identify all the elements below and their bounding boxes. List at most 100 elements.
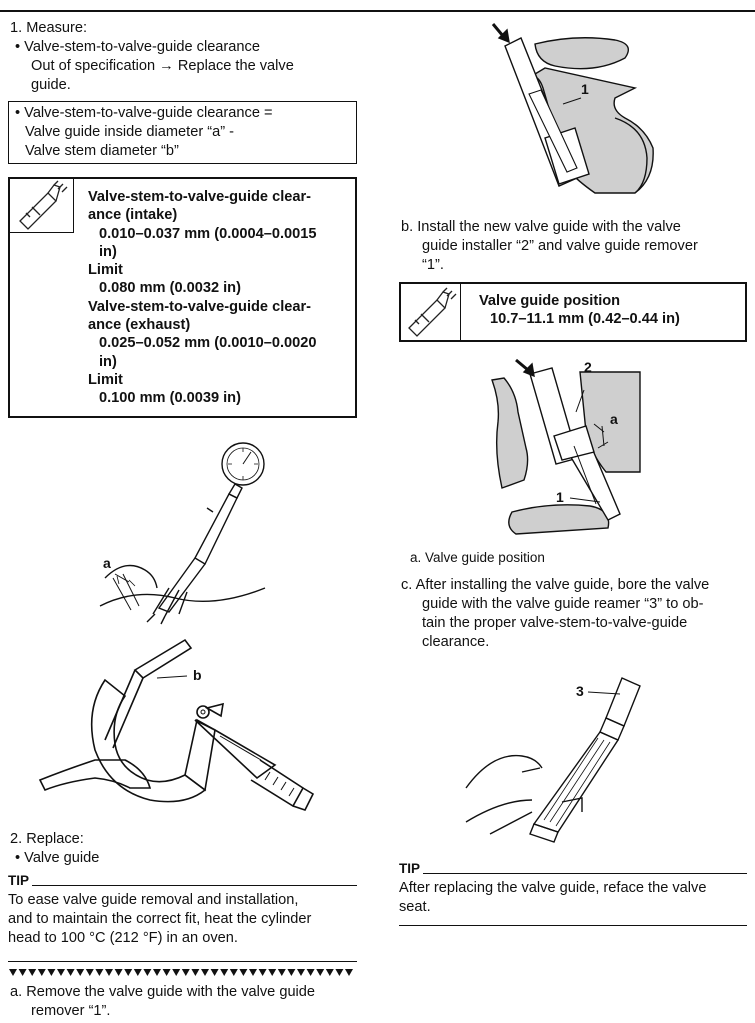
substep-c-line3: tain the proper valve-stem-to-valve-guid…	[422, 615, 688, 631]
guide-position-text: Valve guide position 10.7–11.1 mm (0.42–…	[479, 292, 744, 328]
guide-position-value: 10.7–11.1 mm (0.42–0.44 in)	[490, 311, 680, 327]
divider-triangle	[306, 969, 315, 976]
caption-valve-guide-position: a. Valve guide position	[410, 550, 545, 565]
divider-triangle	[249, 969, 257, 976]
step-1-note-line1: Out of specification → Replace the valve	[31, 58, 294, 74]
divider-triangle	[153, 969, 161, 976]
tip-1-rule	[32, 885, 357, 886]
divider-triangle	[335, 969, 344, 976]
callout-b-micrometer: b	[193, 667, 202, 683]
reamer-illustration: 3	[465, 677, 641, 843]
divider-triangle	[229, 969, 238, 976]
divider-triangle	[268, 969, 277, 976]
divider-triangle	[181, 969, 190, 976]
callout-1-install: 1	[556, 489, 564, 505]
divider-triangle	[66, 969, 75, 976]
callout-2-install: 2	[584, 359, 592, 375]
tip-2-label: TIP	[399, 861, 421, 876]
step-1-title: 1. Measure:	[10, 20, 88, 36]
clearance-spec-box: Valve-stem-to-valve-guide clear- ance (i…	[8, 177, 357, 418]
divider-triangle	[133, 969, 142, 976]
divider-triangle	[37, 969, 46, 976]
divider-triangle	[201, 969, 209, 976]
clearance-spec-text: Valve-stem-to-valve-guide clear- ance (i…	[88, 188, 353, 408]
divider-triangle	[277, 969, 286, 976]
divider-triangle	[9, 969, 17, 976]
divider-triangle	[85, 969, 94, 976]
micrometer-illustration: b	[38, 638, 315, 811]
divider-triangle	[47, 969, 56, 976]
step-1: 1. Measure: • Valve-stem-to-valve-guide …	[10, 19, 355, 95]
guide-position-label: Valve guide position	[479, 293, 621, 309]
guide-removal-illustration: 1	[491, 23, 654, 194]
step-1-note-line2: guide.	[31, 77, 71, 93]
substep-a-line2: remover “1”.	[31, 1003, 111, 1019]
tip-1-end-rule	[8, 961, 357, 962]
tip-2-rule	[423, 873, 747, 874]
divider-triangle	[220, 969, 229, 976]
formula-line1: • Valve-stem-to-valve-guide clearance =	[15, 105, 273, 121]
tip-1-text: To ease valve guide removal and installa…	[8, 891, 357, 948]
exhaust-value-line2: in)	[99, 353, 117, 370]
divider-triangle	[287, 969, 296, 976]
tip-1-line1: To ease valve guide removal and installa…	[8, 892, 299, 908]
bore-gauge-illustration: a	[99, 442, 266, 625]
step-2-bullet: • Valve guide	[15, 850, 100, 866]
tip-1-line2: and to maintain the correct fit, heat th…	[8, 911, 312, 927]
tip-2-line2: seat.	[399, 899, 431, 915]
tip-2-end-rule	[399, 925, 747, 926]
tip-1-label: TIP	[8, 873, 30, 888]
intake-label-line2: ance (intake)	[88, 207, 178, 224]
divider-triangle	[28, 969, 37, 976]
tip-2-text: After replacing the valve guide, reface …	[399, 879, 747, 917]
divider-triangle	[325, 969, 334, 976]
substep-c-line4: clearance.	[422, 634, 490, 650]
substep-b-line3: “1”.	[422, 257, 444, 273]
divider-triangle	[191, 969, 200, 976]
tip-1-header: TIP	[8, 871, 357, 890]
step-2-title: 2. Replace:	[10, 831, 84, 847]
formula-line2: Valve guide inside diameter “a” -	[25, 124, 235, 140]
divider-triangle	[258, 969, 267, 976]
tip-2-header: TIP	[399, 859, 747, 878]
divider-triangle	[210, 969, 219, 976]
intake-label-line1: Valve-stem-to-valve-guide clear-	[88, 189, 312, 205]
caliper-icon	[401, 284, 461, 340]
formula-line3: Valve stem diameter “b”	[25, 143, 179, 159]
header-rule	[0, 10, 755, 12]
divider-triangle	[95, 969, 104, 976]
divider-triangle	[345, 969, 353, 976]
substep-a-line1: a. Remove the valve guide with the valve…	[10, 984, 316, 1000]
divider-triangle	[18, 969, 27, 976]
step-2: 2. Replace: • Valve guide	[10, 830, 355, 868]
substep-a: a. Remove the valve guide with the valve…	[10, 983, 355, 1021]
formula-box: • Valve-stem-to-valve-guide clearance = …	[8, 101, 357, 164]
triangle-divider	[9, 969, 353, 976]
callout-a-install: a	[610, 411, 618, 427]
exhaust-limit-value: 0.100 mm (0.0039 in)	[99, 390, 241, 407]
divider-triangle	[143, 969, 152, 976]
caliper-icon	[10, 179, 74, 233]
guide-install-illustration: 2 a 1	[491, 358, 641, 535]
callout-a-gauge: a	[103, 555, 111, 571]
substep-c: c. After installing the valve guide, bor…	[401, 576, 746, 652]
exhaust-value-line1: 0.025–0.052 mm (0.0010–0.0020	[99, 335, 317, 352]
exhaust-label-line1: Valve-stem-to-valve-guide clear-	[88, 298, 312, 315]
divider-triangle	[114, 969, 123, 976]
divider-triangle	[297, 969, 305, 976]
divider-triangle	[124, 969, 133, 976]
divider-triangle	[162, 969, 171, 976]
guide-position-spec-box: Valve guide position 10.7–11.1 mm (0.42–…	[399, 282, 747, 342]
divider-triangle	[239, 969, 248, 976]
substep-c-line2: guide with the valve guide reamer “3” to…	[422, 596, 704, 612]
step-1-bullet: • Valve-stem-to-valve-guide clearance	[15, 39, 260, 55]
substep-b: b. Install the new valve guide with the …	[401, 218, 746, 275]
callout-1-removal: 1	[581, 81, 589, 97]
intake-limit-label: Limit	[88, 262, 123, 279]
tip-2-line1: After replacing the valve guide, reface …	[399, 880, 707, 896]
intake-limit-value: 0.080 mm (0.0032 in)	[99, 280, 241, 297]
divider-triangle	[172, 969, 181, 976]
divider-triangle	[76, 969, 85, 976]
exhaust-limit-label: Limit	[88, 371, 123, 388]
intake-value-line1: 0.010–0.037 mm (0.0004–0.0015	[99, 225, 317, 242]
